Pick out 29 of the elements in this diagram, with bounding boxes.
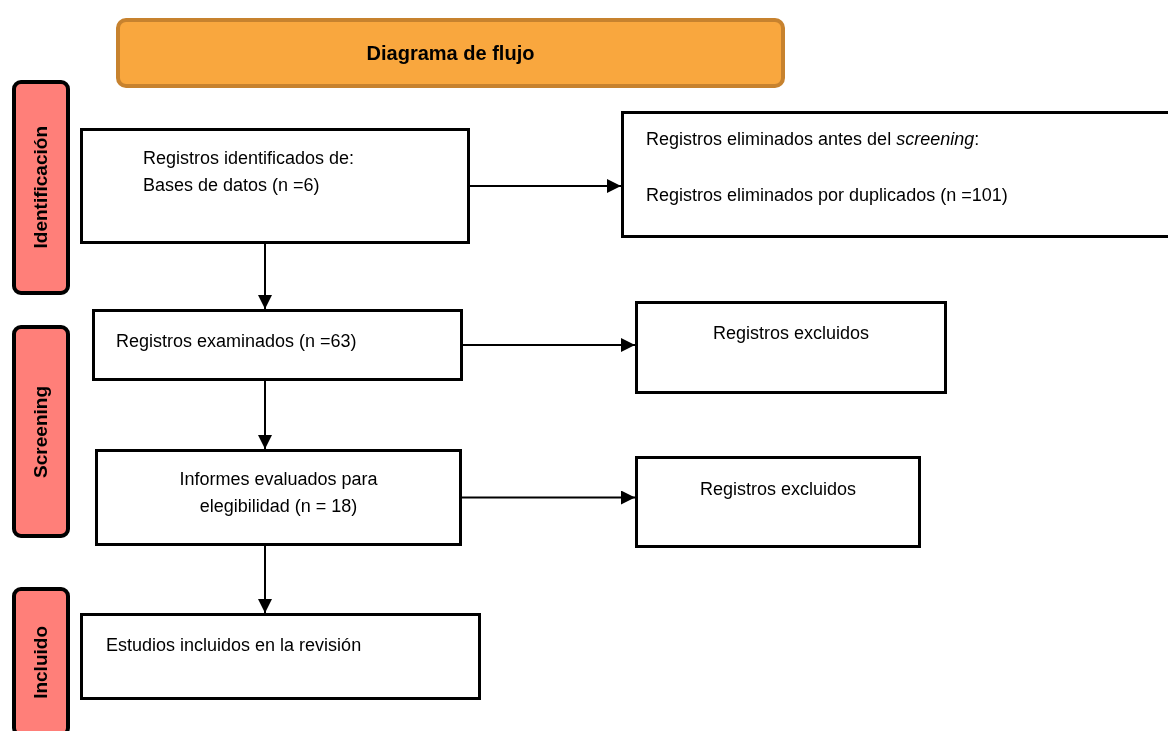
box-text: Registros eliminados por duplicados (n =101) [646,184,1009,207]
stage-label: Screening [30,385,52,478]
process-box [92,309,463,381]
title-banner [116,18,785,88]
process-box [95,449,462,546]
box-text: Registros excluidos [698,478,858,501]
stage-label-box [12,325,70,538]
title-text: Diagrama de flujo [366,41,535,65]
process-box [621,111,1168,238]
box-text: Estudios incluidos en la revisión [106,634,363,657]
process-box [80,128,470,244]
arrow [258,545,272,614]
box-text: Registros identificados de: Bases de datos (n =6) [143,147,356,197]
stage-label-box [12,80,70,295]
box-text: Informes evaluados para elegibilidad (n = 18) [178,468,379,518]
arrow [462,338,636,352]
arrow [469,179,622,193]
stage-label: Identificación [30,126,52,249]
process-box [635,301,947,394]
process-box [635,456,921,548]
box-text: Registros examinados (n =63) [116,330,358,353]
arrow [461,490,636,505]
stage-label-box [12,587,70,731]
box-text: Registros eliminados antes del screening: [646,128,981,151]
process-box [80,613,481,700]
box-text: Registros excluidos [711,322,871,345]
stage-label: Incluido [30,625,52,699]
arrow [258,380,272,450]
arrow [258,243,272,310]
